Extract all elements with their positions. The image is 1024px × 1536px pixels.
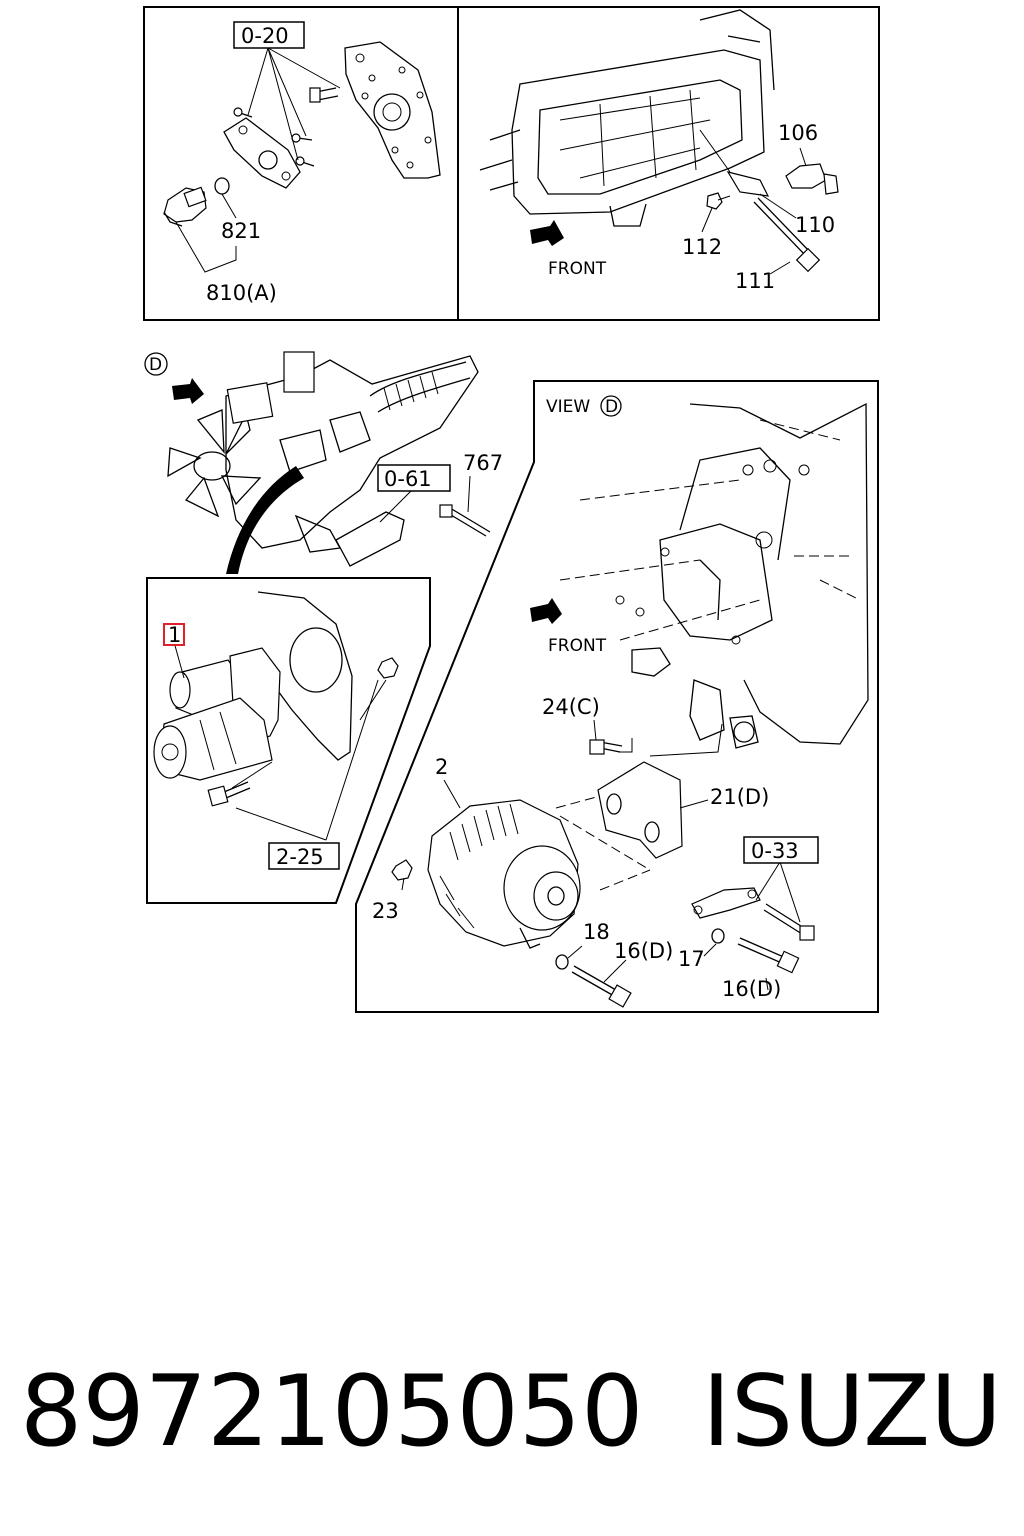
callout-821: 821 (221, 219, 261, 243)
callout-0-20: 0-20 (241, 24, 289, 48)
part-number: 8972105050 (20, 1355, 644, 1469)
callout-2: 2 (435, 755, 448, 779)
bolt-16d-left (571, 965, 632, 1008)
view-marker-circle (144, 352, 168, 376)
callout-17: 17 (678, 947, 705, 971)
callout-18: 18 (583, 920, 610, 944)
callout-112: 112 (682, 235, 722, 259)
flywheel-housing (257, 591, 353, 761)
view-marker-d: D (149, 355, 162, 375)
starter-bolt (207, 781, 251, 807)
callout-0-33: 0-33 (751, 839, 799, 863)
alternator-bracket-21d (597, 761, 709, 859)
bracket-110 (699, 129, 797, 219)
view-arrow-icon (226, 466, 304, 574)
front-label-view-d: FRONT (548, 636, 607, 656)
bolt-16d-right (737, 937, 800, 974)
callout-0-61: 0-61 (384, 467, 432, 491)
front-arrow-view-d-icon (530, 598, 562, 624)
engine-overview: D 0-61 767 (144, 351, 503, 574)
mount-bracket (335, 504, 491, 567)
callout-767: 767 (463, 451, 503, 475)
panel-top-right-frame (457, 6, 880, 321)
cooling-fan (167, 409, 262, 518)
callout-21d: 21(D) (710, 785, 769, 809)
ref-box-0-61 (377, 464, 451, 492)
engine-block-front (479, 9, 775, 227)
brand-name: ISUZU (702, 1355, 1002, 1469)
ref-box-0-33 (743, 836, 819, 864)
callout-16d-left: 16(D) (614, 939, 673, 963)
sensor-bracket (223, 117, 301, 189)
adjusting-plate-17 (691, 887, 761, 957)
engine-body (225, 351, 479, 553)
panel-view-d-alternator: VIEW D FRONT (355, 380, 879, 1013)
view-d-marker: D (605, 397, 618, 417)
callout-2-25: 2-25 (276, 845, 324, 869)
bolt-24c (589, 739, 623, 755)
washer-18 (555, 954, 569, 970)
callout-810a: 810(A) (206, 281, 277, 305)
view-d-title: VIEW (546, 397, 590, 417)
engine-block-side (559, 402, 869, 749)
temp-sensor-106 (785, 147, 839, 195)
nut-112 (706, 192, 723, 210)
starter-motor (153, 647, 281, 781)
callout-106: 106 (778, 121, 818, 145)
alternator (427, 799, 581, 949)
panel-view-d-frame (355, 380, 879, 1013)
front-arrow-icon (530, 220, 564, 246)
bolt-0-33 (763, 903, 815, 941)
starter-nut (359, 657, 399, 721)
view-d-marker-circle (600, 395, 622, 417)
front-cover-plate (344, 41, 441, 179)
ref-box-2-25 (268, 842, 340, 870)
nut-23 (391, 859, 413, 881)
callout-16d-right: 16(D) (722, 977, 781, 1001)
front-label-top: FRONT (548, 259, 607, 279)
callout-111: 111 (735, 269, 775, 293)
bolt-111 (753, 197, 821, 275)
callout-110: 110 (795, 213, 835, 237)
view-direction-arrow-icon (172, 378, 204, 404)
panel-starter: 1 2-25 (146, 577, 431, 904)
callout-24c: 24(C) (542, 695, 600, 719)
bolt-set (233, 87, 339, 167)
panel-starter-frame (146, 577, 431, 904)
callout-1: 1 (168, 623, 181, 647)
ref-box-0-20 (233, 21, 305, 49)
o-ring (214, 177, 230, 195)
highlight-box-part-1 (163, 623, 185, 646)
panel-engine-front-sensor: FRONT 106 110 112 111 (457, 6, 880, 321)
speed-sensor (163, 186, 207, 227)
callout-23: 23 (372, 899, 399, 923)
panel-timing-sensor: 0-20 821 810(A) (143, 6, 459, 321)
